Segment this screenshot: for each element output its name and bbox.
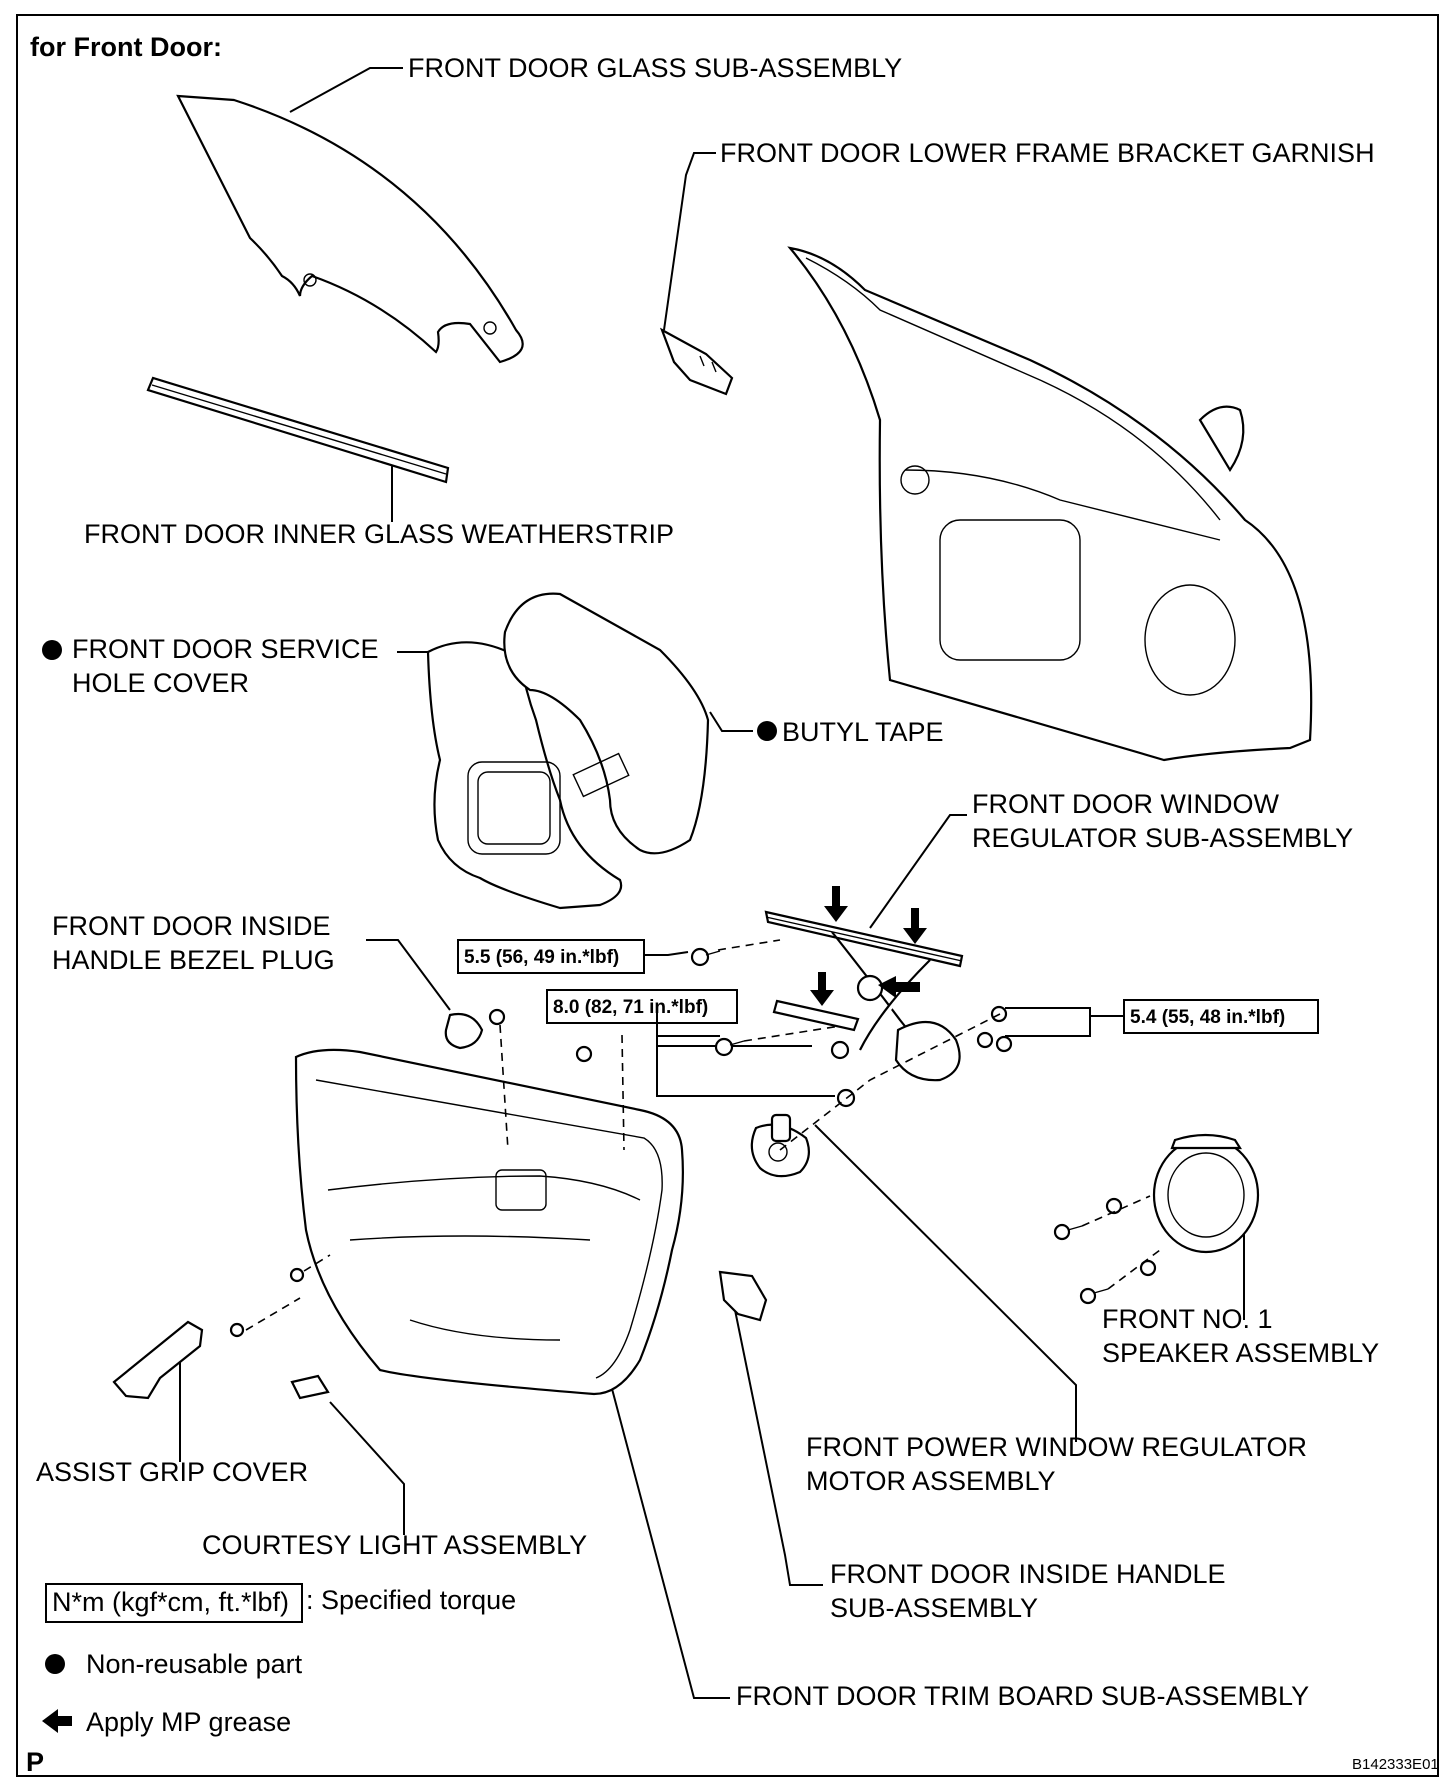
drawing-code: B142333E01 [1352,1756,1439,1773]
speaker-screw-icon [1053,1223,1083,1241]
label-bezel-plug-2: HANDLE BEZEL PLUG [52,945,335,975]
torque-box-2: 8.0 (82, 71 in.*lbf) [546,989,738,1024]
legend-grease-text: Apply MP grease [86,1707,291,1737]
trim-board-part [294,1048,684,1396]
speaker-screw-icon [1079,1287,1109,1305]
clip-icon [229,1322,245,1338]
speaker-part [1053,1133,1260,1305]
label-butyl-tape: BUTYL TAPE [782,717,944,747]
label-assist-grip-cover: ASSIST GRIP COVER [36,1457,308,1487]
torque-box-3: 5.4 (55, 48 in.*lbf) [1123,999,1319,1034]
page-marker: P [26,1747,44,1777]
label-service-hole-cover-1: FRONT DOOR SERVICE [72,634,379,664]
bolt-icon [995,1035,1013,1053]
legend-torque-unit: N*m (kgf*cm, ft.*lbf) [52,1587,289,1617]
bolt-icon [976,1031,994,1049]
diagram-frame [16,14,1439,1777]
grease-arrow-icon [824,886,848,922]
regulator-motor-part [750,1113,811,1178]
label-speaker-2: SPEAKER ASSEMBLY [1102,1338,1379,1368]
legend: N*m (kgf*cm, ft.*lbf) : Specified torque… [42,1583,516,1737]
label-bezel-plug-1: FRONT DOOR INSIDE [52,911,331,941]
regulator-guide-part [772,999,860,1032]
leader-lines [179,67,1245,1699]
assembly-dashed-lines [245,939,1161,1331]
bolt-icon [830,1040,850,1060]
label-inside-handle-1: FRONT DOOR INSIDE HANDLE [830,1559,1226,1589]
legend-non-reusable-text: Non-reusable part [86,1649,303,1679]
grease-arrows [810,886,927,1006]
non-reusable-icon [42,640,62,660]
section-title: for Front Door: [30,32,222,62]
torque-value-2: 8.0 (82, 71 in.*lbf) [553,997,708,1018]
lower-frame-garnish-part [659,327,734,396]
non-reusable-icon [757,721,777,741]
bezel-plug-part [444,1008,506,1050]
butyl-tape-part [503,592,710,855]
label-service-hole-cover-2: HOLE COVER [72,668,249,698]
bolt-icon [690,947,721,967]
label-speaker-1: FRONT NO. 1 [1102,1304,1273,1334]
inside-handle-part [718,1270,768,1322]
torque-value-3: 5.4 (55, 48 in.*lbf) [1130,1007,1285,1028]
label-regulator-motor-1: FRONT POWER WINDOW REGULATOR [806,1432,1307,1462]
clip-icon [289,1267,305,1283]
label-courtesy-light: COURTESY LIGHT ASSEMBLY [202,1530,587,1560]
label-trim-board: FRONT DOOR TRIM BOARD SUB-ASSEMBLY [736,1681,1309,1711]
label-front-door-glass: FRONT DOOR GLASS SUB-ASSEMBLY [408,53,902,83]
label-inside-handle-2: SUB-ASSEMBLY [830,1593,1038,1623]
assist-grip-cover-part [112,1320,204,1400]
bolt-icon [714,1037,745,1057]
legend-torque-box [45,1583,303,1623]
label-window-regulator-2: REGULATOR SUB-ASSEMBLY [972,823,1353,853]
inner-glass-weatherstrip-part [146,376,450,484]
label-lower-frame-bracket-garnish: FRONT DOOR LOWER FRAME BRACKET GARNISH [720,138,1375,168]
door-panel-part [787,246,1313,762]
speaker-screw-icon [1105,1197,1123,1215]
window-regulator-part [764,910,964,1082]
grease-arrow-icon [903,908,927,944]
trim-clips [229,1267,305,1338]
label-inner-glass-weatherstrip: FRONT DOOR INNER GLASS WEATHERSTRIP [84,519,674,549]
speaker-screw-icon [1139,1259,1157,1277]
legend-grease-arrow-icon [42,1709,72,1733]
bolt-icon [575,1045,593,1063]
torque-box-1: 5.5 (56, 49 in.*lbf) [457,939,645,974]
grease-arrow-icon [878,976,920,998]
courtesy-light-part [290,1374,330,1400]
grease-arrow-icon [810,972,834,1006]
label-window-regulator-1: FRONT DOOR WINDOW [972,789,1279,819]
label-regulator-motor-2: MOTOR ASSEMBLY [806,1466,1056,1496]
legend-non-reusable-icon [45,1654,65,1674]
front-door-glass-part [176,94,524,364]
torque-value-1: 5.5 (56, 49 in.*lbf) [464,947,619,968]
legend-torque-text: : Specified torque [306,1585,516,1615]
